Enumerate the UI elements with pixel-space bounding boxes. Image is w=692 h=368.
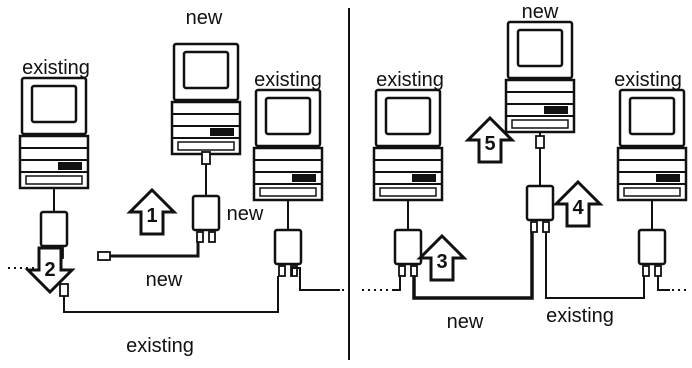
adapter-existing-right-2 bbox=[637, 228, 667, 278]
adapter-new-left bbox=[191, 194, 221, 244]
label-new-pc-2: new bbox=[522, 1, 559, 23]
right-panel: 3 4 5 existing new existing new existing bbox=[362, 1, 690, 333]
label-new-adapter: new bbox=[227, 203, 264, 225]
computer-new-left bbox=[170, 42, 242, 156]
adapter-new-right bbox=[525, 184, 555, 234]
label-new-cable: new bbox=[146, 269, 183, 291]
step-5-label: 5 bbox=[484, 133, 495, 155]
label-existing-cable: existing bbox=[126, 335, 194, 357]
computer-existing-right bbox=[252, 88, 324, 202]
adapter-existing-right bbox=[273, 228, 303, 278]
computer-new-right bbox=[504, 20, 576, 134]
computer-existing-left-2 bbox=[372, 88, 444, 202]
step-3-label: 3 bbox=[436, 251, 447, 273]
label-existing-left-pc: existing bbox=[22, 57, 90, 79]
left-panel: 1 2 existing new existing new new existi… bbox=[8, 7, 344, 357]
label-existing-right-pc: existing bbox=[254, 69, 322, 91]
label-existing-left-pc-2: existing bbox=[376, 69, 444, 91]
label-existing-right-pc-2: existing bbox=[614, 69, 682, 91]
label-new-cable-2: new bbox=[447, 311, 484, 333]
computer-existing-right-2 bbox=[616, 88, 688, 202]
computer-existing-left bbox=[18, 76, 90, 190]
adapter-existing-left-2 bbox=[393, 228, 423, 278]
step-4-label: 4 bbox=[572, 197, 584, 219]
step-2-label: 2 bbox=[44, 259, 55, 281]
label-existing-cable-2: existing bbox=[546, 305, 614, 327]
label-new-pc: new bbox=[186, 7, 223, 29]
step-1-label: 1 bbox=[146, 205, 157, 227]
